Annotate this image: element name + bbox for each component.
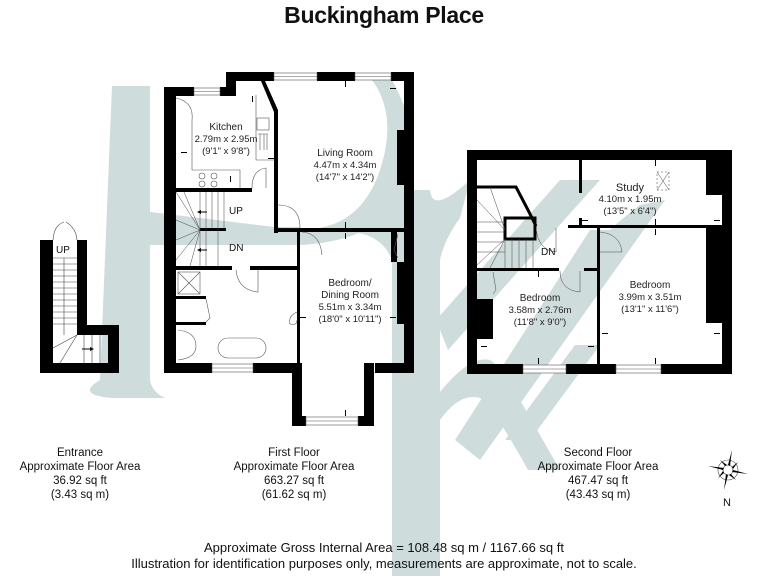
room-imperial: (11'8" x 9'0") [513,317,567,328]
stair-down-label: DN [229,243,244,254]
room-imperial: (13'5" x 6'4") [603,206,657,217]
entrance-stairwell [40,221,119,373]
floor-area-second: Second Floor Approximate Floor Area 467.… [523,446,673,502]
room-label-study: Study 4.10m x 1.95m (13'5" x 6'4") [590,182,670,218]
room-name: Kitchen [209,122,243,133]
room-name: Bedroom/ [328,278,372,289]
room-metric: 3.99m x 3.51m [618,292,682,303]
room-name-line2: Dining Room [321,290,379,301]
room-name: Study [615,182,645,194]
floor-area-sqft: 663.27 sq ft [263,475,325,487]
floor-area-label: Approximate Floor Area [233,461,355,473]
room-label-kitchen: Kitchen 2.79m x 2.95m (9'1" x 9'8") [186,122,266,158]
room-metric: 2.79m x 2.95m [194,134,258,145]
floor-area-sqm: (3.43 sq m) [50,489,110,501]
floor-area-sqm: (61.62 sq m) [261,489,327,501]
floor-area-label: Approximate Floor Area [19,461,141,473]
room-label-living-room: Living Room 4.47m x 4.34m (14'7" x 14'2"… [300,148,390,184]
logo-watermark [89,80,665,576]
room-imperial: (14'7" x 14'2") [315,172,375,183]
room-name: Bedroom [629,280,671,291]
room-name: Living Room [317,148,373,159]
first-floor-plan [164,72,414,426]
floor-area-label: Approximate Floor Area [537,461,659,473]
room-imperial: (13'1" x 11'6") [621,304,679,315]
room-metric: 4.47m x 4.34m [313,160,377,171]
floor-name: First Floor [268,447,320,459]
floor-area-entrance: Entrance Approximate Floor Area 36.92 sq… [5,446,155,502]
floor-name: Second Floor [563,447,633,459]
room-metric: 4.10m x 1.95m [598,194,662,205]
room-label-bedroom-2: Bedroom 3.58m x 2.76m (11'8" x 9'0") [500,293,580,329]
floor-area-sqm: (43.43 sq m) [565,489,631,501]
room-metric: 3.58m x 2.76m [508,305,572,316]
stair-down-label: DN [541,247,556,258]
gross-area-text: Approximate Gross Internal Area = 108.48… [204,540,564,555]
room-name: Bedroom [519,293,561,304]
room-label-bedroom-3: Bedroom 3.99m x 3.51m (13'1" x 11'6") [610,280,690,316]
floor-area-sqft: 36.92 sq ft [53,475,107,487]
stair-up-label: UP [229,206,243,217]
floor-area-first: First Floor Approximate Floor Area 663.2… [219,446,369,502]
floor-area-sqft: 467.47 sq ft [567,475,629,487]
stair-up-label: UP [56,245,70,256]
second-floor-plan [467,150,732,374]
room-imperial: (18'0" x 10'11") [318,314,382,325]
page-title: Buckingham Place [284,2,484,28]
floor-name: Entrance [56,447,104,459]
room-label-bedroom-dining: Bedroom/ Dining Room 5.51m x 3.34m (18'0… [305,278,395,326]
compass-rose-icon [708,450,748,490]
room-imperial: (9'1" x 9'8") [202,146,250,157]
disclaimer-text: Illustration for identification purposes… [131,556,637,571]
compass-north-label: N [723,497,731,509]
room-metric: 5.51m x 3.34m [318,302,382,313]
